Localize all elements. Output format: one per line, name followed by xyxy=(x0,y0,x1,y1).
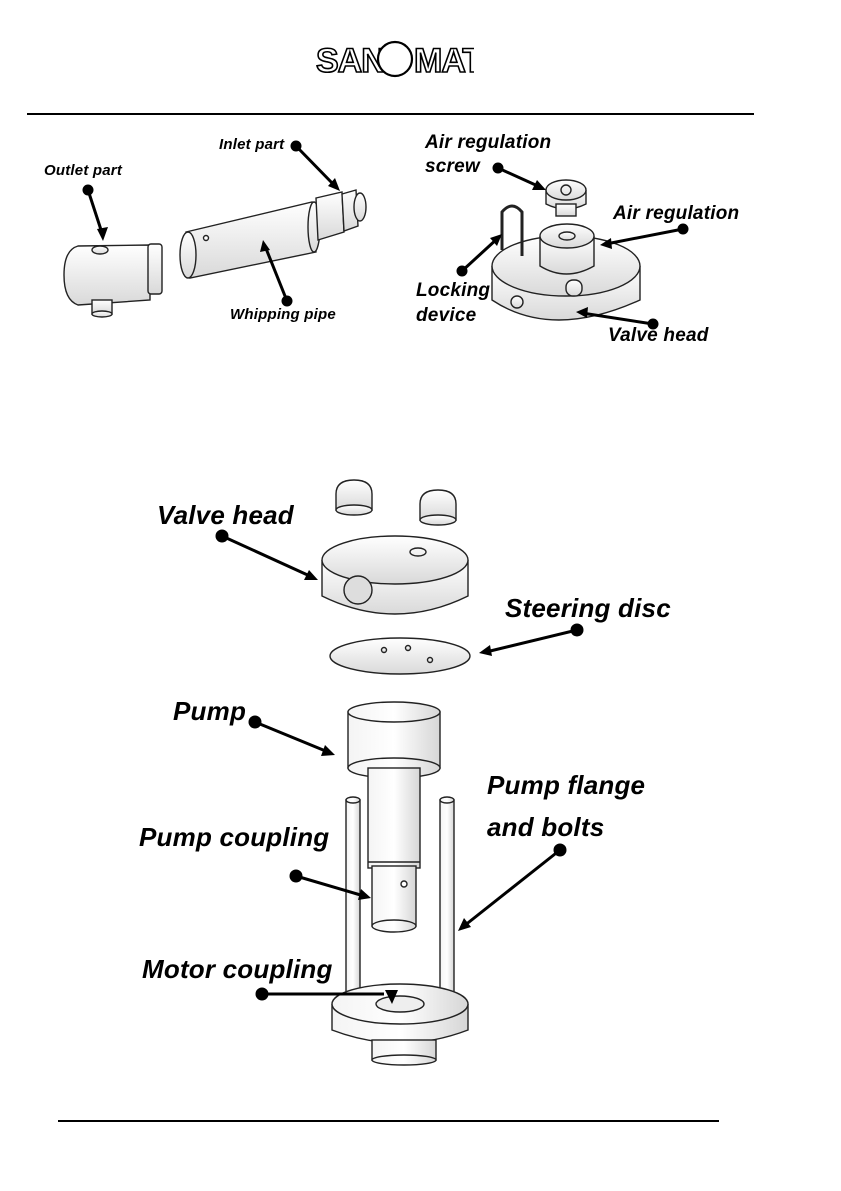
label-air-regulation-screw-line2: screw xyxy=(425,156,480,178)
label-pump: Pump xyxy=(173,696,246,727)
label-pump-coupling: Pump coupling xyxy=(139,822,329,853)
whipping-pipe-drawing xyxy=(180,202,320,278)
label-pump-flange-line2: and bolts xyxy=(487,812,604,843)
label-locking-device-line2: device xyxy=(416,305,476,327)
label-outlet-part: Outlet part xyxy=(44,162,122,179)
inlet-part-drawing xyxy=(316,190,366,240)
label-inlet-part: Inlet part xyxy=(219,136,284,153)
label-steering-disc: Steering disc xyxy=(505,593,671,624)
footer-rule xyxy=(58,1120,719,1122)
label-motor-coupling: Motor coupling xyxy=(142,954,333,985)
pump-coupling-drawing xyxy=(372,866,416,932)
label-locking-device-line1: Locking xyxy=(416,280,490,302)
air-regulation-screw-drawing xyxy=(546,180,586,216)
outlet-part-drawing xyxy=(64,244,162,317)
label-valve-head-top: Valve head xyxy=(608,325,709,347)
label-air-regulation: Air regulation xyxy=(613,203,739,225)
steering-disc-drawing xyxy=(330,638,470,674)
label-pump-flange-line1: Pump flange xyxy=(487,770,645,801)
cap-nuts-drawing xyxy=(336,480,456,525)
pump-drawing xyxy=(348,702,440,868)
label-air-regulation-screw-line1: Air regulation xyxy=(425,132,551,154)
label-valve-head: Valve head xyxy=(157,500,294,531)
label-whipping-pipe: Whipping pipe xyxy=(230,306,336,323)
valve-head-bottom-drawing xyxy=(322,536,468,614)
